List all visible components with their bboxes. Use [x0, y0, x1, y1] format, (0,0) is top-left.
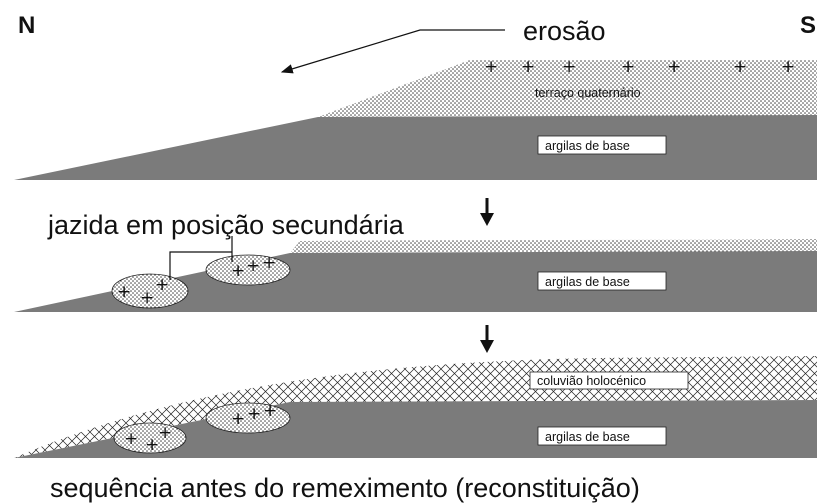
secondary-deposit-label: jazida em posição secundária — [47, 210, 405, 240]
artifact-marker: + — [667, 57, 681, 77]
artifact-marker: + — [484, 57, 498, 77]
deposit-pocket-right — [205, 254, 291, 286]
down-arrow-2 — [480, 325, 494, 353]
terrace-label: terraço quaternário — [535, 86, 641, 100]
artifact-marker: + — [145, 435, 159, 455]
clay-label-3: argilas de base — [545, 430, 630, 444]
artifact-marker: + — [247, 404, 261, 424]
panel-2: + + + + + + jazida em posição secundária… — [14, 210, 817, 312]
artifact-marker: + — [521, 57, 535, 77]
artifact-markers-2: + + + + + + — [117, 253, 276, 308]
artifact-marker: + — [246, 256, 260, 276]
artifact-marker: + — [733, 57, 747, 77]
artifact-marker: + — [262, 253, 276, 273]
artifact-markers-1: + + + + + + + — [484, 57, 795, 77]
terrace-layer — [318, 60, 817, 118]
north-label: N — [18, 12, 35, 39]
artifact-marker: + — [781, 57, 795, 77]
clay-label-box-2 — [537, 271, 667, 291]
panel-3: + + + + + + coluvião holocénico argilas … — [14, 356, 817, 458]
colluvium-label-box — [529, 371, 689, 390]
artifact-marker: + — [621, 57, 635, 77]
artifact-marker: + — [231, 261, 245, 281]
clay-label-1: argilas de base — [545, 139, 630, 153]
erosion-arrow — [280, 29, 505, 74]
thin-terrace-layer — [290, 239, 817, 253]
caption: sequência antes do remeximento (reconsti… — [50, 473, 640, 503]
artifact-marker: + — [124, 429, 138, 449]
clay-base-layer-2 — [14, 251, 817, 312]
deposit-pocket-left — [111, 273, 189, 309]
down-arrow-1 — [480, 198, 494, 226]
clay-label-2: argilas de base — [545, 275, 630, 289]
clay-label-box-3 — [537, 426, 667, 446]
panel-1: erosão + + + + + + + terraço quaternário… — [14, 16, 817, 180]
deposit-pocket-right-3 — [205, 402, 291, 434]
south-label: S — [800, 12, 816, 39]
clay-label-box-1 — [537, 135, 667, 155]
erosion-label: erosão — [523, 16, 606, 46]
deposit-leader-lines — [169, 236, 233, 280]
clay-base-layer-1 — [14, 115, 817, 180]
artifact-marker: + — [158, 423, 172, 443]
deposit-pocket-left-3 — [113, 422, 187, 454]
artifact-marker: + — [231, 409, 245, 429]
artifact-marker: + — [562, 57, 576, 77]
artifact-marker: + — [263, 401, 277, 421]
artifact-markers-3: + + + + + + — [124, 401, 277, 455]
artifact-marker: + — [140, 288, 154, 308]
artifact-marker: + — [155, 275, 169, 295]
colluvium-label: coluvião holocénico — [537, 374, 646, 388]
artifact-marker: + — [117, 282, 131, 302]
